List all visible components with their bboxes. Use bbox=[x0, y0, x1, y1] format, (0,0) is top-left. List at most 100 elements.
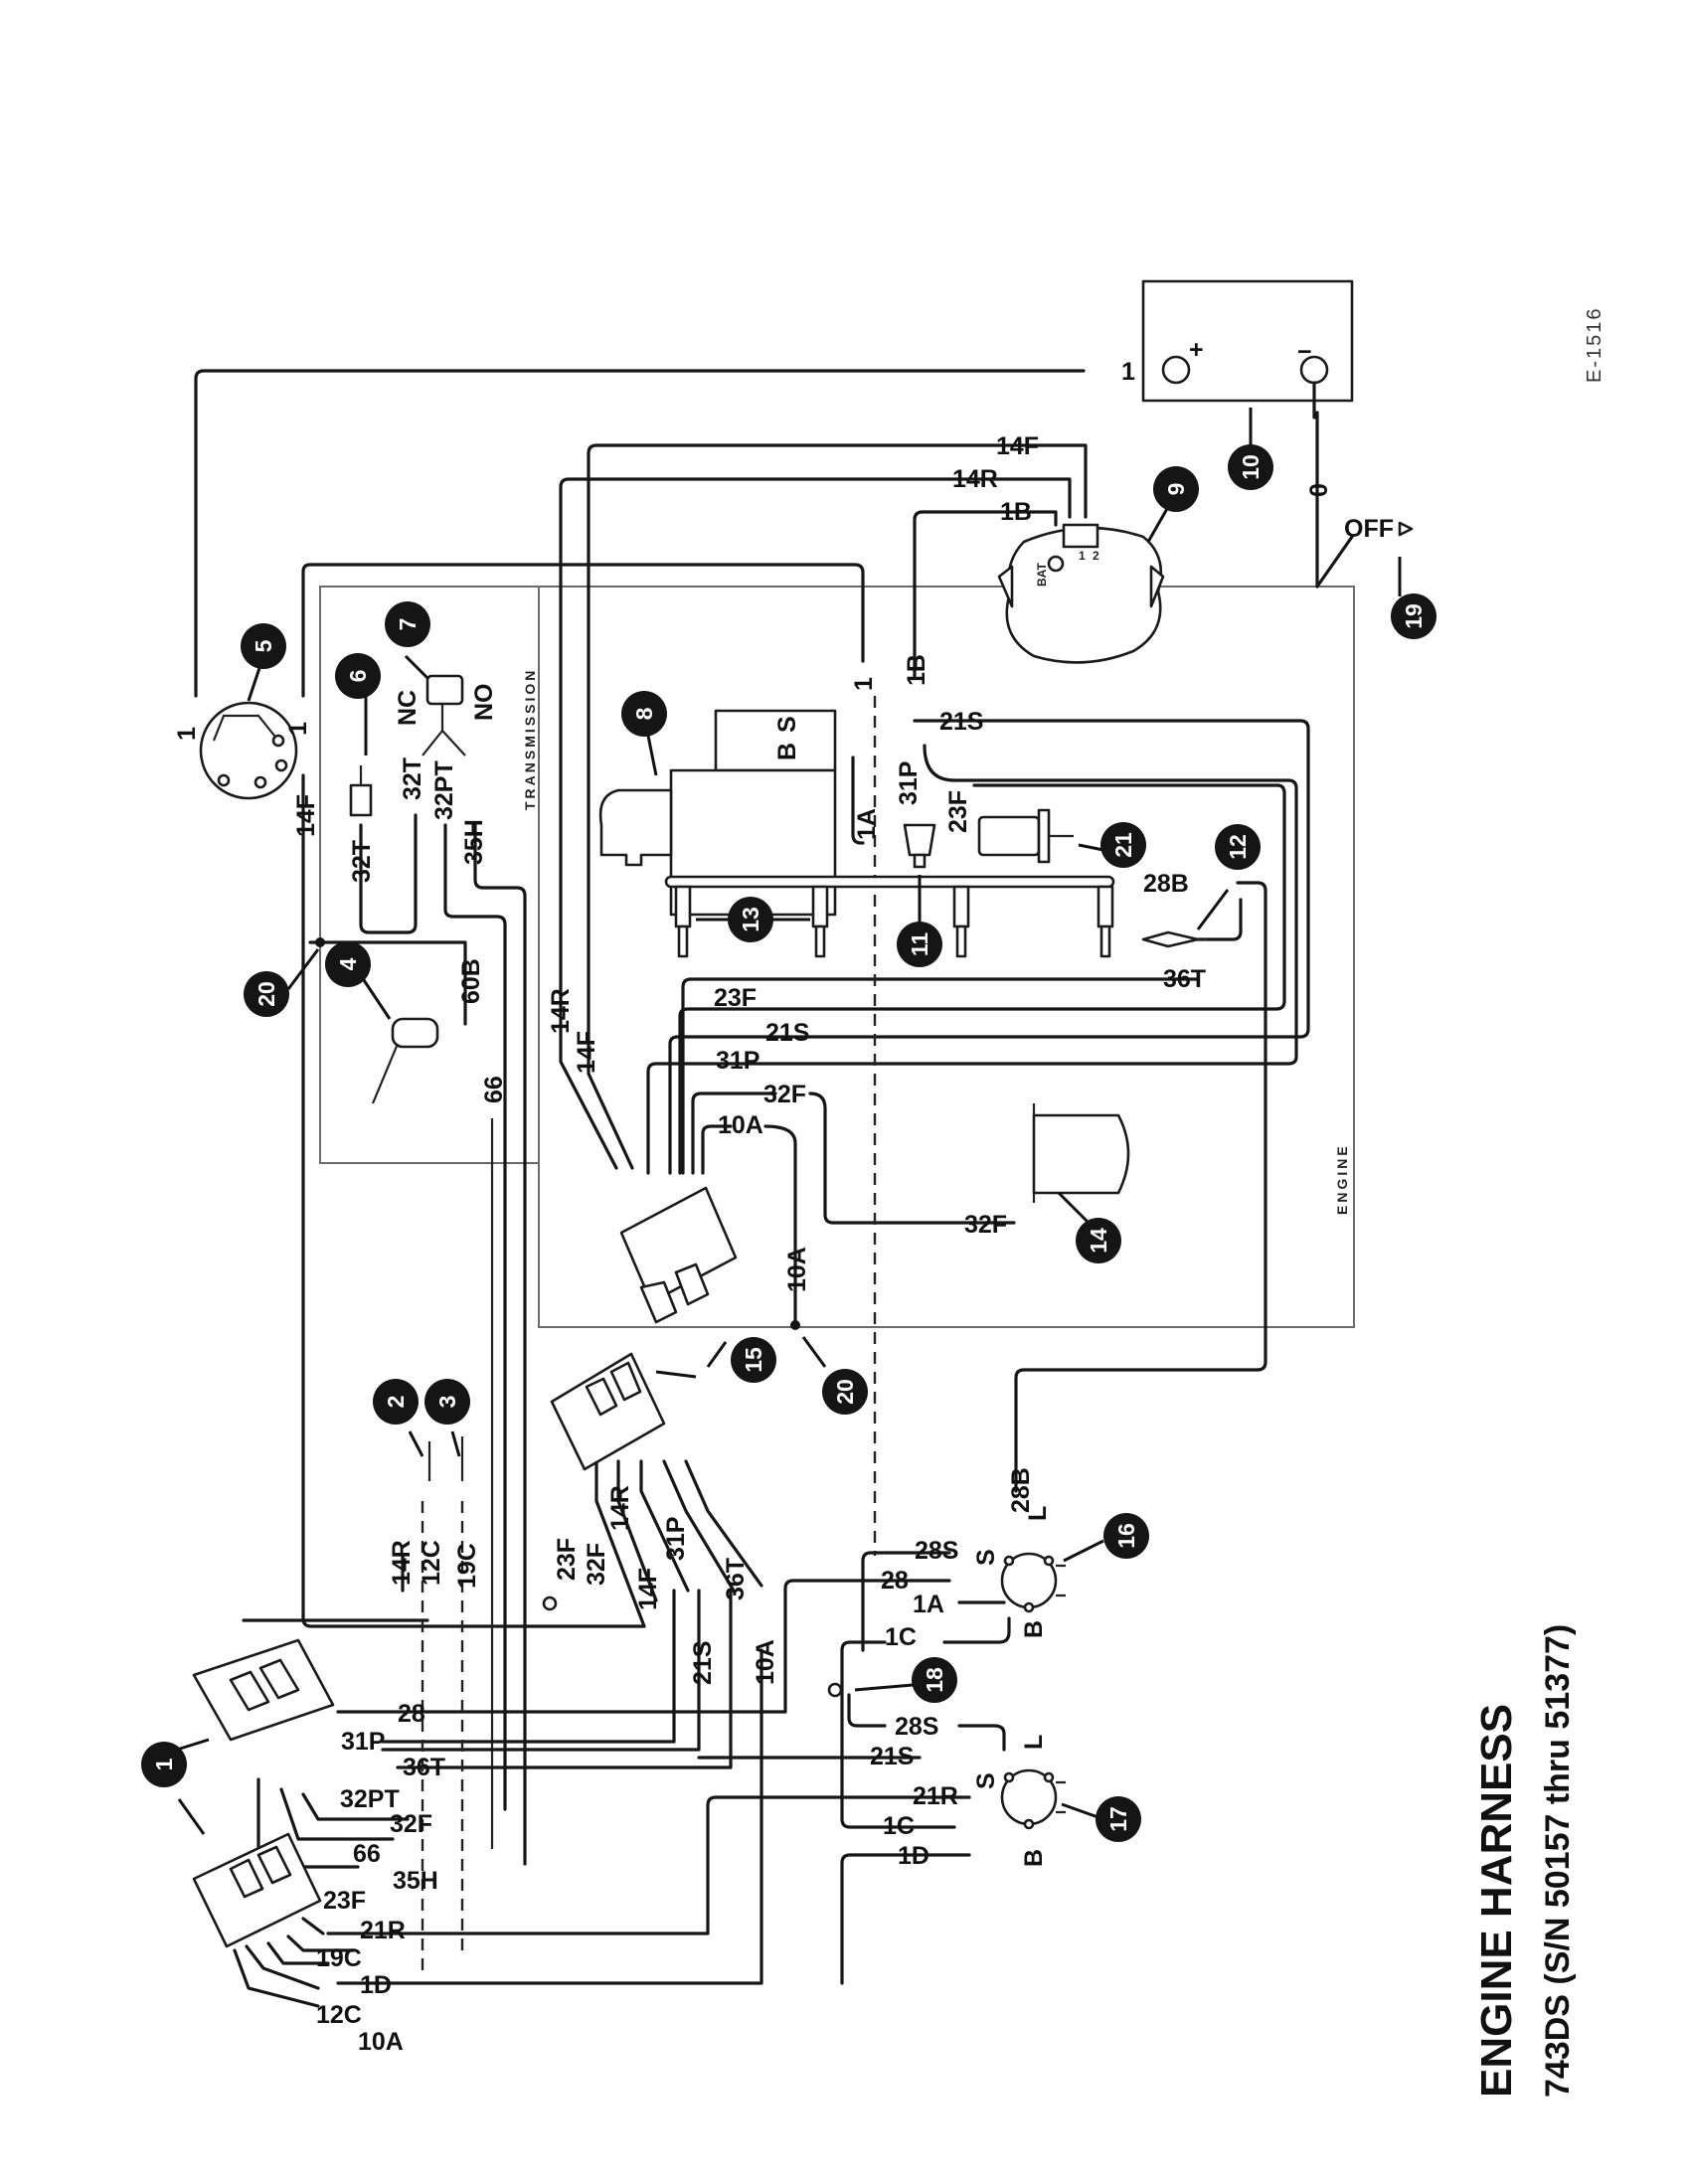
fuse-symbol-18 bbox=[542, 1596, 843, 1698]
injector-1 bbox=[674, 885, 692, 958]
callout-18: 18 bbox=[912, 1657, 957, 1703]
svg-text:1: 1 bbox=[151, 1758, 177, 1770]
callout-arrows bbox=[176, 408, 1402, 1835]
wire-network bbox=[194, 369, 1354, 2008]
wire-label: 35H bbox=[393, 1867, 438, 1895]
switch-off-label: OFF bbox=[1344, 515, 1394, 543]
callout-4: 4 bbox=[325, 941, 371, 987]
wire-label: 1C bbox=[883, 1812, 915, 1840]
engine-label: ENGINE bbox=[1334, 1143, 1350, 1215]
wire-label: 23F bbox=[944, 790, 972, 833]
svg-text:12: 12 bbox=[1225, 834, 1251, 860]
wire-label: 21S bbox=[689, 1641, 717, 1685]
callout-17: 17 bbox=[1096, 1796, 1141, 1842]
wire-label: 60B bbox=[457, 958, 485, 1004]
svg-text:7: 7 bbox=[395, 618, 421, 631]
wire-label: 14F bbox=[573, 1031, 600, 1074]
wire-label: 1A bbox=[913, 1591, 944, 1618]
callout-9: 9 bbox=[1153, 466, 1199, 512]
svg-text:9: 9 bbox=[1163, 483, 1189, 496]
svg-text:16: 16 bbox=[1113, 1523, 1139, 1549]
wire-label: 19C bbox=[453, 1543, 481, 1589]
wire-label: 28B bbox=[1007, 1467, 1035, 1513]
wire-label: 1A bbox=[853, 808, 881, 840]
connector-1-upper bbox=[192, 1638, 335, 1742]
svg-text:4: 4 bbox=[335, 957, 361, 970]
wire-label: 1D bbox=[360, 1971, 392, 1999]
wire-label: 28 bbox=[881, 1567, 909, 1595]
callout-10: 10 bbox=[1228, 444, 1273, 490]
engine-frame bbox=[538, 586, 1355, 1328]
connector-15-lower bbox=[550, 1352, 666, 1471]
wire-label: 32F bbox=[390, 1810, 432, 1838]
battery-minus-label: − bbox=[1297, 338, 1312, 366]
callout-1: 1 bbox=[141, 1742, 187, 1787]
wire-label: 31P bbox=[895, 761, 923, 805]
wire-label: 1 bbox=[850, 677, 878, 691]
switch-16: S L B bbox=[972, 1506, 1066, 1638]
trans-temp-sender bbox=[349, 765, 373, 817]
callout-15-upper: 15 bbox=[731, 1337, 776, 1383]
alternator-terminal-1: 1 bbox=[1079, 549, 1086, 563]
diagram-subtitle: 743DS (S/N 50157 thru 51377) bbox=[1539, 1624, 1577, 2098]
wire-label: 14F bbox=[634, 1568, 662, 1610]
no-label: NO bbox=[470, 684, 498, 722]
wire-label: 32PT bbox=[430, 760, 458, 820]
wire-label: 35H bbox=[460, 819, 488, 865]
injector-2 bbox=[811, 885, 829, 958]
callout-21: 21 bbox=[1100, 822, 1146, 868]
wire-label: 10A bbox=[358, 2028, 404, 2056]
alternator: BAT 1 2 bbox=[997, 523, 1165, 664]
switch-17-l-terminal: L bbox=[1020, 1735, 1048, 1750]
callout-16: 16 bbox=[1103, 1513, 1149, 1559]
svg-text:14: 14 bbox=[1086, 1228, 1111, 1254]
svg-text:6: 6 bbox=[345, 670, 371, 683]
callout-20-upper: 20 bbox=[244, 971, 289, 1017]
junction-dot-upper bbox=[315, 937, 325, 947]
wire-label: 10A bbox=[783, 1247, 811, 1292]
fuel-shutoff-solenoid bbox=[977, 808, 1074, 864]
key-switch bbox=[199, 701, 298, 800]
svg-text:19: 19 bbox=[1401, 603, 1427, 629]
wire-label: 21S bbox=[939, 708, 983, 736]
solenoid-s-terminal: S bbox=[773, 716, 801, 733]
svg-text:2: 2 bbox=[383, 1396, 409, 1409]
wire-label: 1 bbox=[1121, 358, 1135, 386]
injector-3 bbox=[952, 885, 970, 958]
alternator-bat-label: BAT bbox=[1035, 563, 1049, 587]
wire-label: 36T bbox=[1163, 965, 1206, 993]
wire-label: 66 bbox=[353, 1840, 381, 1868]
svg-text:3: 3 bbox=[434, 1396, 460, 1409]
wire-label: 32T bbox=[348, 840, 376, 883]
svg-text:10: 10 bbox=[1238, 454, 1264, 480]
switch-zero-label: 0 bbox=[1305, 483, 1333, 497]
wire-label: 36T bbox=[403, 1754, 445, 1781]
wire-label: 10A bbox=[752, 1639, 779, 1685]
svg-text:8: 8 bbox=[631, 707, 657, 720]
connector-15-upper bbox=[619, 1186, 738, 1324]
callout-13: 13 bbox=[728, 897, 773, 942]
wire-label: 19C bbox=[316, 1944, 362, 1972]
wire-label: 21S bbox=[870, 1743, 914, 1770]
svg-text:15: 15 bbox=[741, 1347, 766, 1373]
wire-label: 32F bbox=[763, 1081, 806, 1108]
switch-17-b-terminal: B bbox=[1020, 1849, 1048, 1867]
transmission-label: TRANSMISSION bbox=[522, 668, 538, 810]
callout-6: 6 bbox=[335, 653, 381, 699]
wire-label: 1D bbox=[898, 1842, 929, 1870]
wire-label: 14F bbox=[292, 794, 320, 837]
wire-label: 28B bbox=[1143, 870, 1189, 898]
wire-label: 36T bbox=[722, 1558, 750, 1600]
wire-label: 14R bbox=[606, 1485, 634, 1531]
wire-label: 31P bbox=[662, 1517, 690, 1561]
oil-pressure-switch bbox=[903, 823, 936, 869]
wire-label: 1C bbox=[885, 1623, 917, 1651]
svg-text:20: 20 bbox=[832, 1379, 858, 1405]
callout-7: 7 bbox=[385, 601, 430, 647]
wire-label: 31P bbox=[341, 1728, 385, 1756]
wire-label: 23F bbox=[714, 984, 757, 1012]
wire-label: 32F bbox=[583, 1543, 610, 1586]
battery: + − bbox=[1141, 279, 1354, 420]
callout-19: 19 bbox=[1391, 593, 1436, 639]
